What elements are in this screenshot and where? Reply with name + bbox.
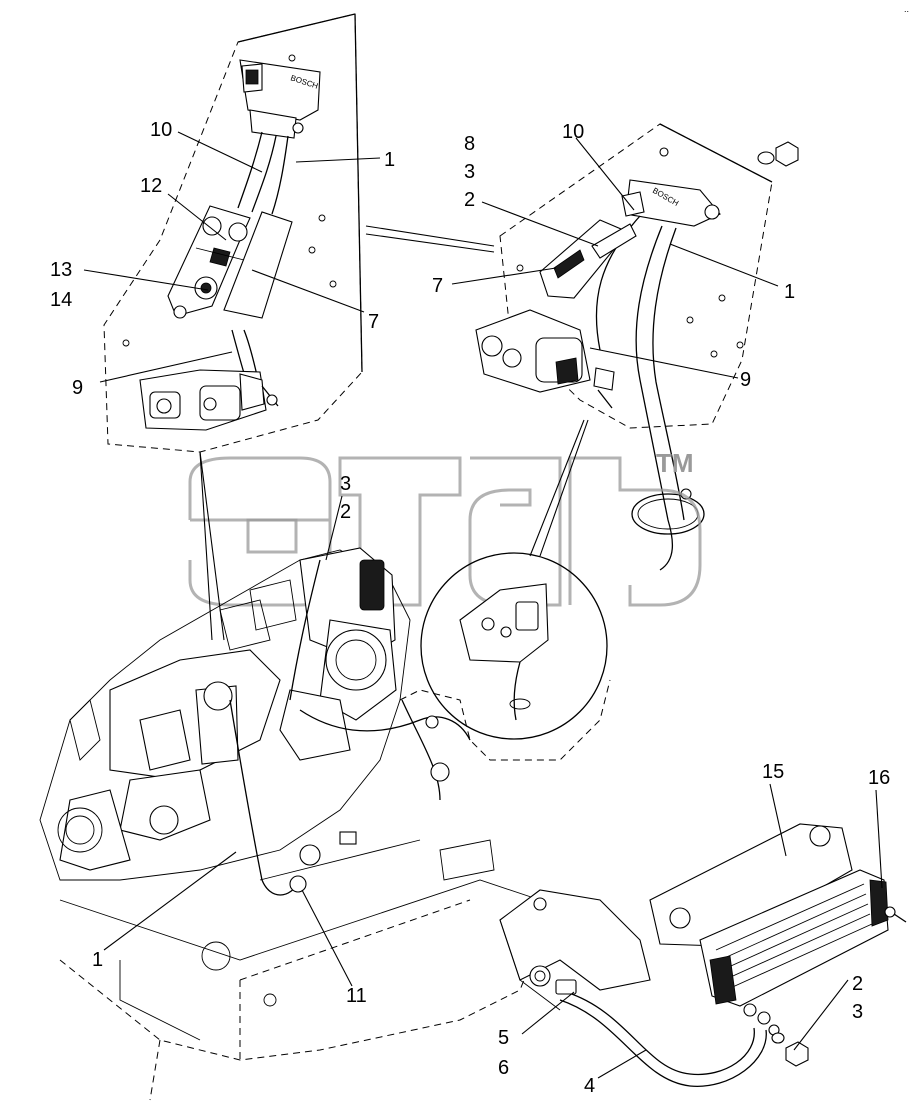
label-7-right: 7 <box>432 275 443 297</box>
label-12: 12 <box>140 175 162 197</box>
callout-labels: 10 1 12 13 14 7 9 8 3 2 10 7 1 9 3 2 1 1… <box>50 119 890 1097</box>
detail-callout <box>420 419 608 740</box>
label-3-top: 3 <box>464 161 475 183</box>
left-cable-harness <box>231 131 289 381</box>
label-9-right: 9 <box>740 369 751 391</box>
right-mounting-plate <box>499 123 773 429</box>
label-5: 5 <box>498 1027 509 1049</box>
label-14: 14 <box>50 289 72 311</box>
label-13: 13 <box>50 259 72 281</box>
label-2-top: 2 <box>464 189 475 211</box>
corner-mark: .. <box>904 4 909 14</box>
panel-link-lines <box>365 225 495 253</box>
label-1-left: 1 <box>384 149 395 171</box>
transmission-leaders <box>199 451 225 641</box>
frame-dashed-outline <box>59 679 611 1101</box>
oil-cooler <box>649 823 907 1017</box>
label-3-bottom: 3 <box>852 1001 863 1023</box>
right-control-module <box>539 219 637 299</box>
label-15: 15 <box>762 761 784 783</box>
label-1-bottom: 1 <box>92 949 103 971</box>
label-10-right: 10 <box>562 121 584 143</box>
label-6: 6 <box>498 1057 509 1079</box>
label-11: 11 <box>346 985 367 1007</box>
trademark-mark: TM <box>656 448 694 478</box>
transmission-assembly <box>39 547 471 896</box>
label-4: 4 <box>584 1075 595 1097</box>
label-9-left: 9 <box>72 377 83 399</box>
label-16: 16 <box>868 767 890 789</box>
right-bosch-connector: BOSCH <box>621 147 721 227</box>
label-3-mid: 3 <box>340 473 351 495</box>
left-valve-assembly <box>139 369 279 431</box>
label-1-right: 1 <box>784 281 795 303</box>
callout-leaders <box>83 131 883 1079</box>
label-2-mid: 2 <box>340 501 351 523</box>
label-2-bottom: 2 <box>852 973 863 995</box>
left-bosch-connector: BOSCH <box>239 59 321 139</box>
cooler-hose <box>529 965 780 1087</box>
wiring-clips <box>289 715 450 893</box>
label-8: 8 <box>464 133 475 155</box>
label-7-left: 7 <box>368 311 379 333</box>
watermark: TM <box>188 448 702 607</box>
right-cable-loop <box>595 215 705 571</box>
loose-fasteners <box>757 141 809 1067</box>
right-valve-assembly <box>475 309 615 409</box>
left-control-module <box>167 205 293 319</box>
label-10-left: 10 <box>150 119 172 141</box>
